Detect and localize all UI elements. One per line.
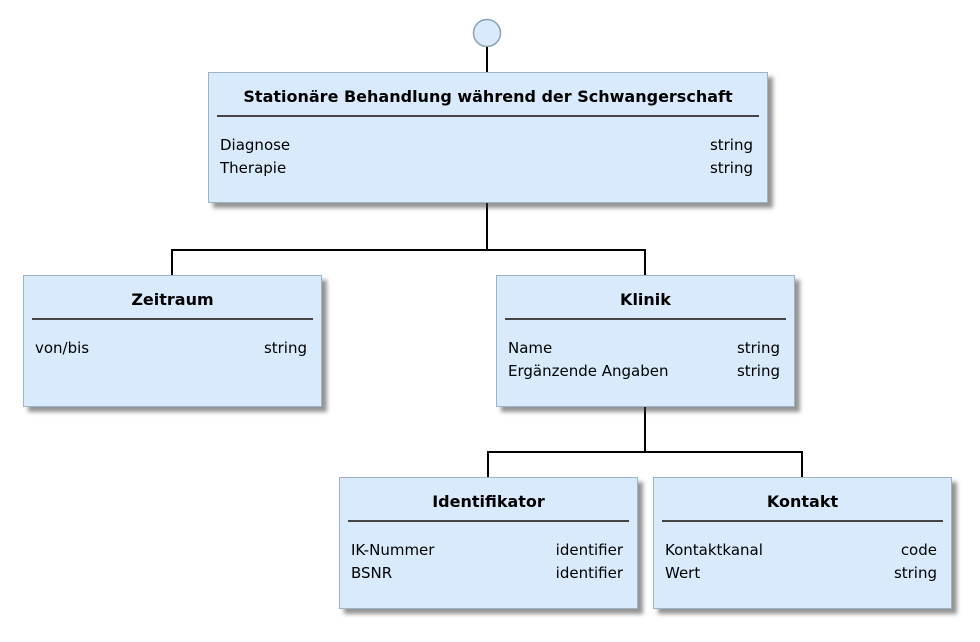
attribute-name: Ergänzende Angaben [508,362,669,380]
attribute-row: Kontaktkanal code [665,539,937,562]
attribute-type: string [709,159,753,177]
attribute-name: von/bis [35,339,90,357]
attribute-row: Wert string [665,562,937,585]
attribute-list: Kontaktkanal code Wert string [654,522,951,585]
class-title: Kontakt [766,492,839,511]
title-divider [348,520,629,522]
attribute-row: Ergänzende Angaben string [508,360,780,383]
attribute-name: Kontaktkanal [665,541,763,559]
attribute-row: Diagnose string [220,134,753,157]
attribute-list: IK-Nummer identifier BSNR identifier [340,522,637,585]
attribute-row: Name string [508,337,780,360]
class-box-stationaere-behandlung: Stationäre Behandlung während der Schwan… [208,72,768,203]
attribute-type: identifier [555,541,623,559]
class-title: Stationäre Behandlung während der Schwan… [243,87,733,106]
attribute-type: string [893,564,937,582]
attribute-name: IK-Nummer [351,541,435,559]
attribute-type: identifier [555,564,623,582]
attribute-row: BSNR identifier [351,562,623,585]
attribute-row: Therapie string [220,157,753,180]
title-divider [505,318,786,320]
title-divider [217,115,759,117]
class-box-klinik: Klinik Name string Ergänzende Angaben st… [496,275,795,407]
attribute-name: Diagnose [220,136,291,154]
class-title: Identifikator [432,492,545,511]
title-divider [662,520,943,522]
attribute-type: string [263,339,307,357]
attribute-list: von/bis string [24,320,321,360]
class-box-zeitraum: Zeitraum von/bis string [23,275,322,407]
attribute-name: Name [508,339,553,357]
class-box-identifikator: Identifikator IK-Nummer identifier BSNR … [339,477,638,609]
class-title: Klinik [620,290,671,309]
attribute-type: code [900,541,937,559]
attribute-list: Diagnose string Therapie string [209,117,767,180]
start-circle-terminator [472,18,502,48]
attribute-name: BSNR [351,564,393,582]
attribute-row: IK-Nummer identifier [351,539,623,562]
attribute-row: von/bis string [35,337,307,360]
attribute-name: Wert [665,564,701,582]
attribute-type: string [736,362,780,380]
title-divider [32,318,313,320]
class-box-kontakt: Kontakt Kontaktkanal code Wert string [653,477,952,609]
attribute-type: string [709,136,753,154]
attribute-name: Therapie [220,159,287,177]
class-title: Zeitraum [131,290,214,309]
attribute-list: Name string Ergänzende Angaben string [497,320,794,383]
attribute-type: string [736,339,780,357]
